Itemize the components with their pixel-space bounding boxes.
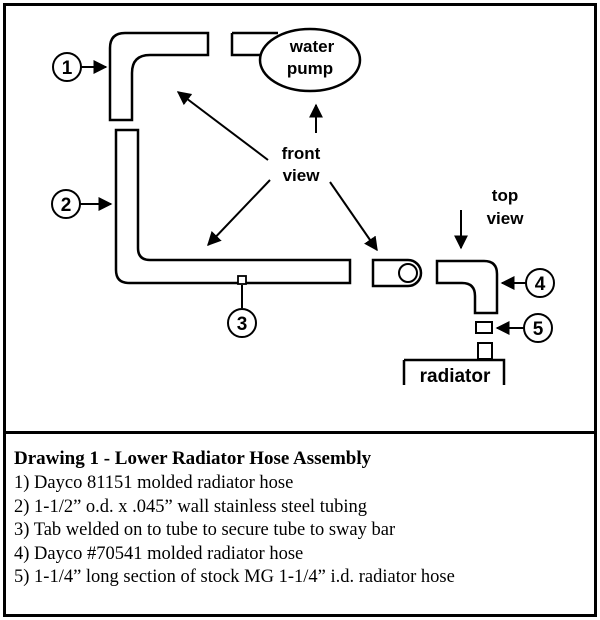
legend-item-5: 5) 1-1/4” long section of stock MG 1-1/4…	[14, 567, 455, 587]
legend: Drawing 1 - Lower Radiator Hose Assembly…	[14, 448, 584, 590]
hose-5-section	[475, 321, 493, 334]
callout-3: 3	[227, 308, 257, 338]
hose-1-elbow	[108, 31, 210, 122]
top-view-label-1: top	[492, 186, 518, 205]
legend-item-3: 3) Tab welded on to tube to secure tube …	[14, 520, 396, 540]
legend-title: Drawing 1 - Lower Radiator Hose Assembly	[14, 448, 372, 469]
hose-4-elbow	[435, 259, 499, 315]
callout-2: 2	[51, 189, 113, 219]
callout-3-number: 3	[237, 314, 248, 335]
radiator-inlet	[477, 342, 493, 360]
water-pump	[258, 27, 362, 93]
arrow-front-to-hose1	[176, 91, 269, 161]
callout-2-number: 2	[61, 195, 72, 216]
callout-4: 4	[500, 268, 555, 298]
legend-item-2: 2) 1-1/2” o.d. x .045” wall stainless st…	[14, 496, 367, 517]
legend-item-1: 1) Dayco 81151 molded radiator hose	[14, 473, 294, 493]
legend-item-4: 4) Dayco #70541 molded radiator hose	[14, 543, 304, 564]
radiator-label: radiator	[420, 366, 491, 387]
front-view-label-1: front	[282, 144, 321, 163]
callout-1-number: 1	[62, 58, 73, 79]
callout-4-number: 4	[535, 274, 546, 295]
water-pump-label-2: pump	[287, 59, 333, 78]
tube-end-bore	[398, 263, 418, 283]
legend-divider	[6, 431, 594, 434]
arrow-front-to-tube	[207, 179, 271, 247]
radiator-box	[402, 358, 506, 385]
front-view-label-2: view	[283, 166, 321, 185]
water-pump-label-1: water	[289, 37, 335, 56]
callout-5-number: 5	[533, 319, 544, 340]
callout-5: 5	[495, 313, 553, 343]
hose-assembly-diagram: water pump radiator front view top view …	[51, 27, 555, 387]
tube-2	[114, 128, 352, 285]
top-view-label-2: view	[487, 209, 525, 228]
tab-3	[237, 275, 247, 285]
arrow-front-to-end	[329, 181, 378, 252]
callout-1: 1	[52, 52, 108, 82]
